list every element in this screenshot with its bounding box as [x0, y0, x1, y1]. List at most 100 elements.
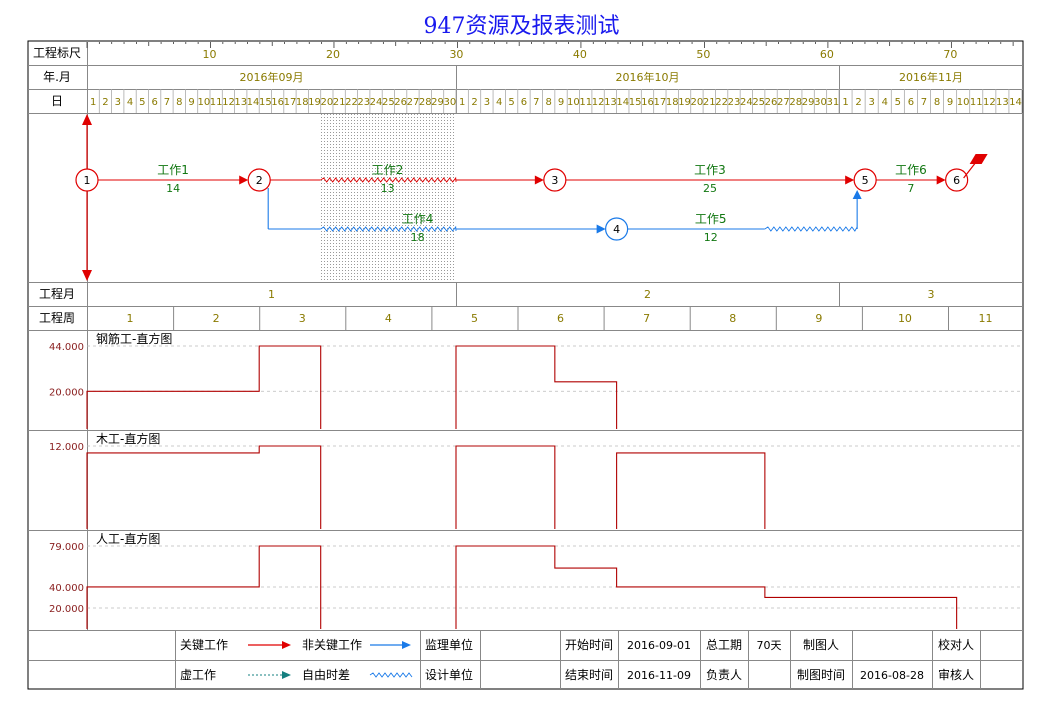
row-label-scale: 工程标尺 — [33, 45, 81, 60]
activity-duration: 25 — [703, 182, 717, 195]
project-week-label: 9 — [815, 312, 822, 325]
histogram-y-label: 44.000 — [49, 342, 84, 353]
activity-name: 工作4 — [402, 212, 434, 226]
node-circle — [605, 217, 629, 241]
free-float-wave — [320, 176, 457, 183]
scale-tick-label: 40 — [573, 48, 587, 61]
project-week-label: 4 — [385, 312, 392, 325]
arrow-head — [936, 175, 946, 185]
node-circle — [543, 168, 567, 192]
legend-supervision-unit: 监理单位 — [425, 637, 473, 652]
day-label: 21 — [333, 97, 346, 108]
day-label: 7 — [921, 97, 927, 108]
day-label: 28 — [419, 97, 432, 108]
project-month-label: 1 — [268, 288, 275, 301]
day-label: 9 — [558, 97, 564, 108]
project-week-label: 8 — [729, 312, 736, 325]
project-week-label: 7 — [643, 312, 650, 325]
time-axis-arrow-down — [82, 270, 92, 281]
project-week-label: 3 — [299, 312, 306, 325]
day-label: 23 — [728, 97, 741, 108]
day-label: 18 — [666, 97, 679, 108]
row-label-day: 日 — [51, 94, 63, 108]
day-label: 24 — [370, 97, 383, 108]
legend-end-time: 2016-11-09 — [627, 669, 691, 682]
legend-total-duration: 70天 — [757, 639, 782, 652]
day-label: 13 — [234, 97, 247, 108]
scale-tick-label: 10 — [202, 48, 216, 61]
day-label: 5 — [895, 97, 901, 108]
day-label: 23 — [357, 97, 370, 108]
scale-tick-label: 70 — [943, 48, 957, 61]
node-label: 2 — [256, 174, 263, 187]
node-circle — [945, 168, 969, 192]
histogram-y-label: 40.000 — [49, 583, 84, 594]
activity-name: 工作3 — [694, 163, 726, 177]
day-label: 5 — [139, 97, 145, 108]
day-label: 1 — [90, 97, 96, 108]
day-label: 13 — [996, 97, 1009, 108]
day-label: 18 — [296, 97, 309, 108]
day-label: 25 — [752, 97, 765, 108]
histogram-bars — [86, 545, 958, 629]
day-label: 19 — [678, 97, 691, 108]
day-label: 26 — [765, 97, 778, 108]
day-label: 21 — [703, 97, 716, 108]
finish-flag-icon — [969, 154, 988, 164]
day-label: 24 — [740, 97, 753, 108]
day-label: 10 — [957, 97, 970, 108]
day-label: 14 — [247, 97, 260, 108]
day-label: 16 — [641, 97, 654, 108]
activity-name: 工作5 — [695, 212, 727, 226]
legend-free-float-label: 自由时差 — [302, 668, 350, 682]
activity-name: 工作1 — [157, 163, 189, 177]
node-circle — [853, 168, 877, 192]
histogram-y-label: 79.000 — [49, 542, 84, 553]
free-float-wave — [764, 226, 858, 232]
day-label: 5 — [508, 97, 514, 108]
node-label: 3 — [551, 174, 558, 187]
arrow-head — [596, 224, 606, 234]
day-label: 10 — [197, 97, 210, 108]
project-week-label: 11 — [979, 312, 993, 325]
row-label-month: 年.月 — [43, 70, 71, 84]
project-week-label: 2 — [213, 312, 220, 325]
day-label: 6 — [908, 97, 914, 108]
day-label: 6 — [151, 97, 157, 108]
legend-total-duration-label: 总工期 — [706, 638, 742, 652]
arrow-head — [845, 175, 855, 185]
day-label: 6 — [521, 97, 527, 108]
day-label: 8 — [176, 97, 182, 108]
legend-critical-label: 关键工作 — [180, 638, 228, 652]
activity-duration: 13 — [381, 182, 395, 195]
histogram-title: 钢筋工-直方图 — [96, 331, 172, 346]
activity-duration: 14 — [166, 182, 180, 195]
day-label: 4 — [127, 97, 133, 108]
histogram-y-label: 20.000 — [49, 387, 84, 398]
row-label-project-month: 工程月 — [39, 286, 75, 301]
day-label: 4 — [882, 97, 888, 108]
day-label: 10 — [567, 97, 580, 108]
legend-free-float-wave — [369, 672, 413, 678]
node-circle — [247, 168, 271, 192]
project-month-label: 3 — [928, 288, 935, 301]
node-circle — [75, 168, 99, 192]
day-label: 12 — [592, 97, 605, 108]
legend-checker-label: 校对人 — [938, 637, 974, 652]
day-label: 22 — [345, 97, 358, 108]
legend-start-time-label: 开始时间 — [565, 638, 613, 652]
legend-noncritical-arrow — [402, 641, 411, 649]
activity-duration: 18 — [411, 231, 425, 244]
activity-name: 工作2 — [372, 163, 404, 177]
day-label: 4 — [496, 97, 502, 108]
shaded-range — [320, 114, 456, 281]
month-label: 2016年10月 — [616, 70, 680, 84]
project-week-label: 6 — [557, 312, 564, 325]
day-label: 8 — [545, 97, 551, 108]
day-label: 22 — [715, 97, 728, 108]
day-label: 2 — [855, 97, 861, 108]
day-label: 20 — [691, 97, 704, 108]
activity-duration: 12 — [704, 231, 718, 244]
histogram-y-label: 20.000 — [49, 604, 84, 615]
